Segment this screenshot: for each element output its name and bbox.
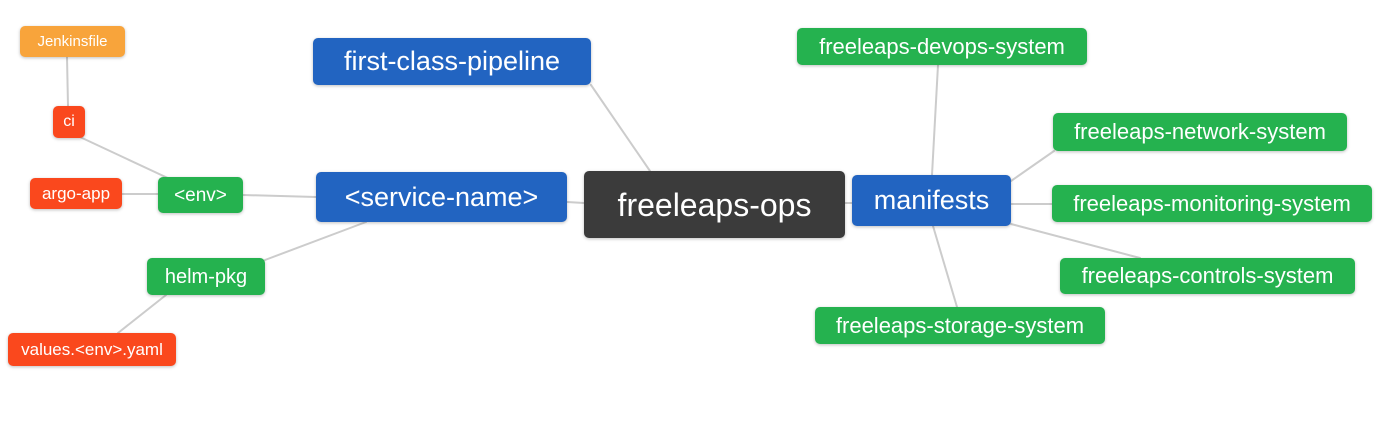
edge-service-name-freeleaps-ops <box>566 201 585 204</box>
node-freeleaps-network-system[interactable]: freeleaps-network-system <box>1053 113 1347 151</box>
node-freeleaps-controls-system[interactable]: freeleaps-controls-system <box>1060 258 1355 294</box>
node-jenkinsfile[interactable]: Jenkinsfile <box>20 26 125 57</box>
edge-ci-env <box>79 136 173 181</box>
node-first-class-pipeline[interactable]: first-class-pipeline <box>313 38 591 85</box>
edge-first-class-pipeline-freeleaps-ops <box>590 84 651 172</box>
node-argo-app[interactable]: argo-app <box>30 178 122 209</box>
node-env[interactable]: <env> <box>158 177 243 213</box>
node-helm-pkg[interactable]: helm-pkg <box>147 258 265 295</box>
edge-manifests-freeleaps-devops-system <box>931 64 939 176</box>
node-freeleaps-storage-system[interactable]: freeleaps-storage-system <box>815 307 1105 344</box>
edge-manifests-freeleaps-controls-system <box>1010 223 1141 259</box>
node-freeleaps-devops-system[interactable]: freeleaps-devops-system <box>797 28 1087 65</box>
node-freeleaps-monitoring-system[interactable]: freeleaps-monitoring-system <box>1052 185 1372 222</box>
edge-env-service-name <box>242 194 317 198</box>
node-manifests[interactable]: manifests <box>852 175 1011 226</box>
edge-manifests-freeleaps-storage-system <box>932 225 958 308</box>
node-ci[interactable]: ci <box>53 106 85 138</box>
edge-helm-pkg-service-name <box>264 221 367 261</box>
node-values-env-yaml[interactable]: values.<env>.yaml <box>8 333 176 366</box>
node-freeleaps-ops[interactable]: freeleaps-ops <box>584 171 845 238</box>
edge-jenkinsfile-ci <box>66 56 69 107</box>
edge-values-env-yaml-helm-pkg <box>117 294 167 334</box>
node-service-name[interactable]: <service-name> <box>316 172 567 222</box>
edge-manifests-freeleaps-network-system <box>1010 150 1055 182</box>
